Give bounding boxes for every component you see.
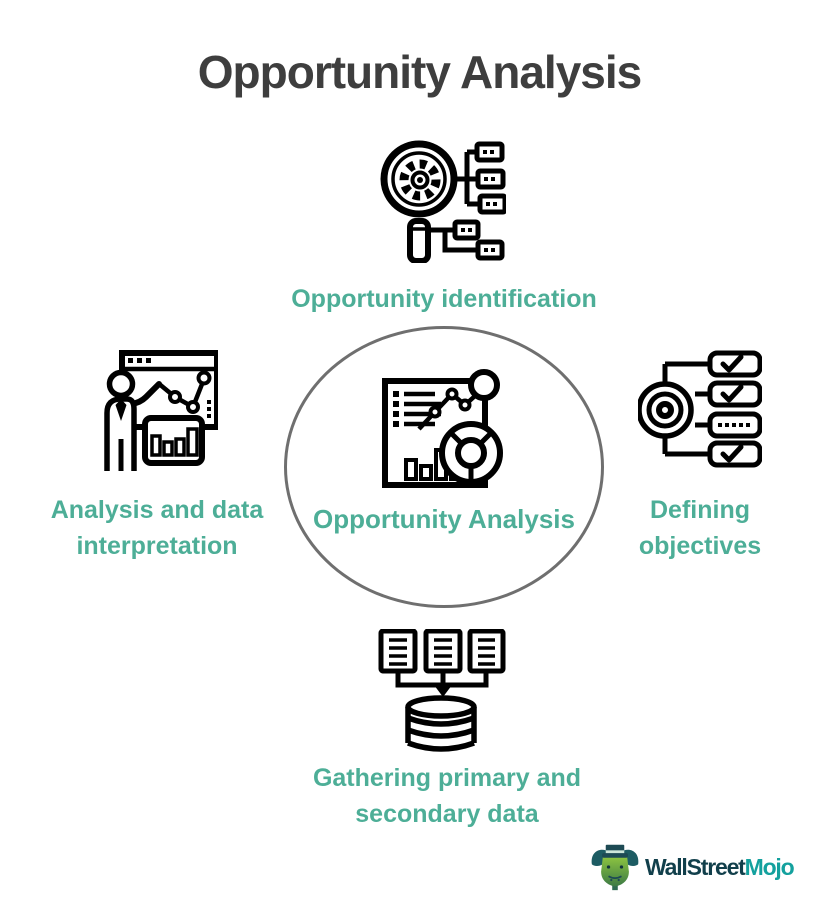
- presenter-chart-icon: [104, 350, 218, 471]
- node-label-top: Opportunity identification: [291, 285, 597, 313]
- center-circle: [284, 326, 604, 608]
- documents-database-icon: [378, 629, 506, 752]
- analytics-dashboard-icon: [382, 369, 503, 488]
- node-label-bottom-line2: secondary data: [355, 800, 539, 828]
- node-label-bottom: Gathering primary and secondary data: [247, 760, 647, 832]
- node-right: [638, 350, 762, 468]
- node-label-left: Analysis and data interpretation: [7, 492, 307, 564]
- target-checklist-icon: [638, 350, 762, 468]
- node-label-right-line1: Defining: [650, 496, 750, 524]
- node-label-left-line2: interpretation: [76, 532, 238, 560]
- node-label-right: Defining objectives: [550, 492, 839, 564]
- node-center: [377, 369, 515, 493]
- node-top: [380, 137, 506, 263]
- logo-text-mojo: Mojo: [744, 853, 795, 880]
- wallstreetmojo-logo: WallStreetMojo: [590, 843, 795, 891]
- node-label-right-line2: objectives: [638, 532, 762, 560]
- logo-wordmark: WallStreetMojo: [645, 853, 795, 881]
- node-label-center: Opportunity Analysis: [313, 504, 575, 534]
- bull-mascot-icon: [591, 844, 639, 891]
- node-bottom: [378, 629, 506, 759]
- node-label-bottom-line1: Gathering primary and: [312, 764, 582, 792]
- node-label-left-line1: Analysis and data: [50, 496, 264, 524]
- page-title: Opportunity Analysis: [197, 45, 642, 98]
- magnifier-gear-network-icon: [380, 140, 506, 263]
- node-left: [100, 347, 218, 473]
- logo-text-wallstreet: WallStreet: [645, 853, 746, 880]
